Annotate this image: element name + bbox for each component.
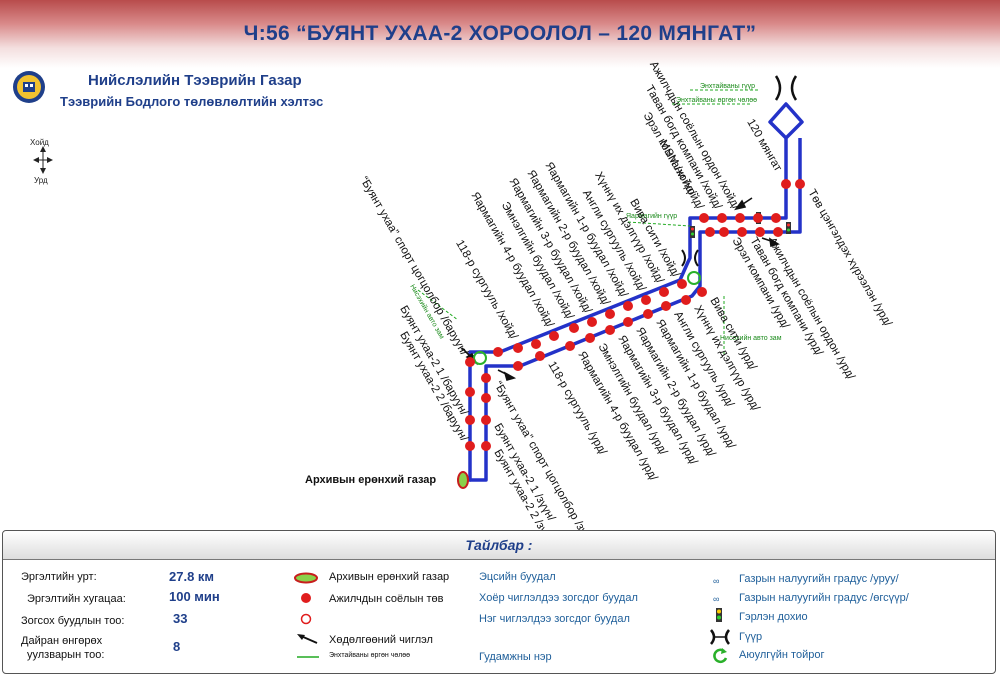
street-label: Энхтайваны гүүр (700, 82, 755, 90)
bus-stop-icon (719, 227, 729, 237)
bus-stop-icon (677, 279, 687, 289)
compass-icon (33, 146, 53, 174)
legend-bridge: Гүүр (739, 631, 763, 643)
bus-stop-icon (735, 213, 745, 223)
bus-stop-icon (569, 323, 579, 333)
stop-icon (301, 593, 311, 603)
bus-stop-icon (641, 295, 651, 305)
bus-stop-icon (481, 415, 491, 425)
bus-stop-icon (697, 287, 707, 297)
bridge-icon (681, 249, 699, 267)
legend-slope-down: Газрын налуугийн градус /уруу/ (739, 573, 899, 585)
bus-stop-icon (481, 373, 491, 383)
legend-traffic-light: Гэрлэн дохио (739, 611, 808, 623)
bus-stop-icon (781, 179, 791, 189)
street-line-icon (297, 656, 319, 658)
bus-stop-icon (643, 309, 653, 319)
legend-slope-up: Газрын налуугийн градус /өгсүүр/ (739, 592, 909, 604)
legend-roundabout: Аюулгүйн тойрог (739, 649, 825, 661)
bus-stop-icon (465, 357, 475, 367)
bus-stop-icon (513, 343, 523, 353)
legend-panel: Тайлбар : Эргэлтийн урт: 27.8 км Эргэлти… (2, 530, 996, 674)
title-banner: Ч:56 “БУЯНТ УХАА-2 ХОРООЛОЛ – 120 МЯНГАТ… (0, 0, 1000, 68)
route-title: Ч:56 “БУЯНТ УХАА-2 ХОРООЛОЛ – 120 МЯНГАТ… (243, 22, 757, 45)
bus-stop-icon (605, 309, 615, 319)
stat-value-duration: 100 мин (169, 589, 220, 604)
bus-stop-icon (587, 317, 597, 327)
legend-terminal-label: Архивын ерөнхий газар (329, 571, 450, 583)
bridge-icon (710, 629, 730, 645)
bus-stop-icon (585, 333, 595, 343)
bus-stop-icon (699, 213, 709, 223)
street-lines (417, 89, 760, 356)
legend-stop-type-final: Эцсийн буудал (479, 571, 556, 583)
legend-street-label: Энхтайваны өргөн чөлөө (329, 652, 411, 659)
bus-stop-icon (705, 227, 715, 237)
bus-stop-icon (481, 393, 491, 403)
bus-stop-icon (795, 179, 805, 189)
stat-label-intersections-2: уулзварын тоо: (27, 649, 105, 661)
roundabout-icon (713, 648, 728, 664)
bus-stop-icon (481, 441, 491, 451)
street-label: Яармагийн гүүр (626, 212, 677, 220)
organization-logo-icon (13, 71, 45, 103)
terminal-icon (294, 572, 318, 584)
stat-label-length: Эргэлтийн урт: (21, 571, 97, 583)
stat-value-intersections: 8 (173, 639, 181, 654)
bus-stop-icon (493, 347, 503, 357)
svg-text:∞: ∞ (713, 594, 719, 603)
legend-title: Тайлбар : (465, 537, 533, 553)
bus-stop-icon (771, 213, 781, 223)
bus-stop-icon (513, 361, 523, 371)
stop-label: 120 мянгат (744, 117, 784, 174)
bus-stop-icon (465, 415, 475, 425)
legend-stop-type-both: Хоёр чиглэлдээ зогсдог буудал (479, 592, 638, 604)
traffic-light-icon (716, 608, 722, 622)
terminal-label: Архивын ерөнхий газар (305, 474, 437, 486)
bus-stop-icon (465, 387, 475, 397)
arrow-icon (297, 634, 318, 644)
bridge-icon (774, 75, 798, 101)
stat-label-duration: Эргэлтийн хугацаа: (27, 593, 126, 605)
terminal-icon (457, 471, 469, 489)
organization-department: Тээврийн Бодлого төлөвлөлтийн хэлтэс (60, 94, 324, 109)
legend-stop-type-one: Нэг чиглэлдээ зогсдог буудал (479, 613, 630, 625)
bus-stop-icon (549, 331, 559, 341)
legend-direction-label: Хөдөлгөөний чиглэл (329, 634, 433, 646)
bus-stop-icon (565, 341, 575, 351)
bus-stop-icon (717, 213, 727, 223)
slope-down-icon: ∞ (713, 576, 719, 585)
bus-stop-icon (531, 339, 541, 349)
slope-up-icon: ∞ (713, 594, 719, 603)
bus-stop-icon (623, 317, 633, 327)
organization-name: Нийслэлийн Тээврийн Газар (88, 72, 302, 89)
street-label: Нисэхийн авто зам (720, 334, 782, 342)
bus-stop-icon (623, 301, 633, 311)
stat-label-stops: Зогсох буудлын тоо: (21, 615, 125, 627)
legend-header: Тайлбар : (3, 531, 995, 560)
bus-stop-icon (753, 213, 763, 223)
legend-street-name: Гудамжны нэр (479, 651, 552, 663)
bus-stop-icon (659, 287, 669, 297)
compass-south-label: Урд (34, 176, 48, 185)
bus-stop-icon (681, 295, 691, 305)
stat-label-intersections: Дайран өнгөрөх (21, 635, 103, 647)
legend-stop-label: Ажилчдын соёлын төв (329, 593, 444, 605)
bus-stop-icon (773, 227, 783, 237)
bus-stop-icon (465, 441, 475, 451)
bus-stop-icon (661, 301, 671, 311)
street-label: Энхтайваны өргөн чөлөө (676, 96, 757, 104)
route-map: Энхтайваны гүүр Энхтайваны өргөн чөлөө Я… (357, 59, 894, 530)
compass-north-label: Хойд (30, 138, 49, 147)
bus-stop-icon (535, 351, 545, 361)
bus-stop-icon (737, 227, 747, 237)
bus-stop-icon (755, 227, 765, 237)
route-line (459, 102, 804, 482)
svg-text:∞: ∞ (713, 576, 719, 585)
stat-value-stops: 33 (173, 611, 188, 626)
bus-stop-icon (605, 325, 615, 335)
stat-value-length: 27.8 км (169, 569, 215, 584)
stop-hollow-icon (300, 613, 312, 625)
roundabout-icon (473, 271, 701, 365)
